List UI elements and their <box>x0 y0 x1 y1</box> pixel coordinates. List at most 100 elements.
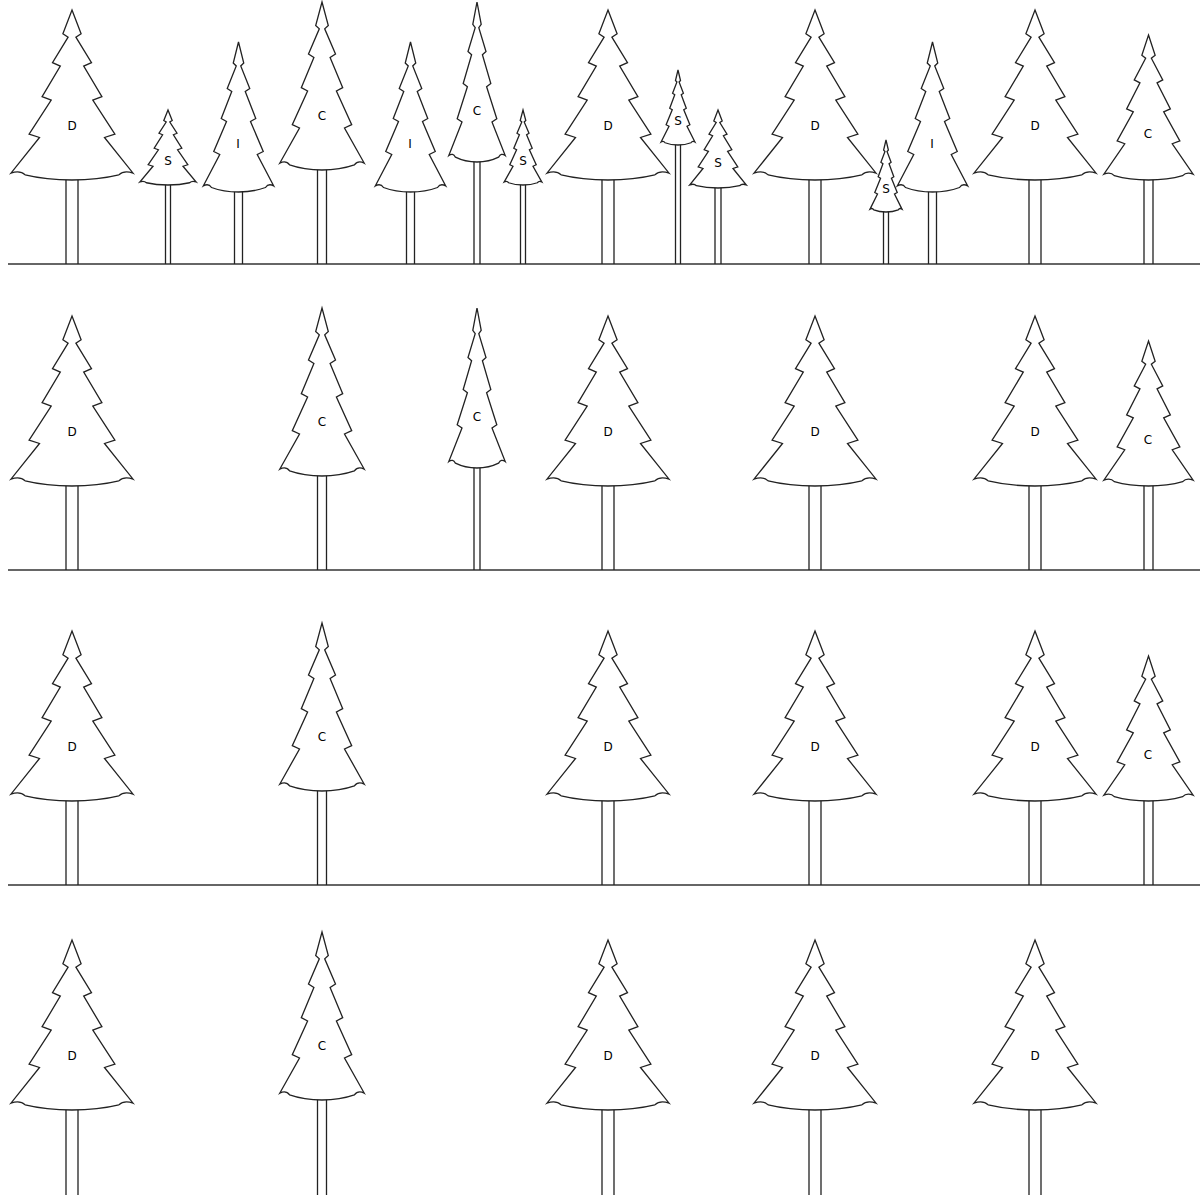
crown-class-letter: D <box>66 426 77 438</box>
tree-trunk <box>602 799 614 885</box>
crown-class-letter: D <box>809 120 820 132</box>
crown-class-letter: D <box>602 1050 613 1062</box>
tree: D <box>7 940 137 1195</box>
tree-outline <box>277 2 367 264</box>
tree: C <box>1101 35 1196 264</box>
tree-crown <box>547 316 669 486</box>
tree-outline <box>1101 341 1196 570</box>
tree-outline <box>1101 35 1196 264</box>
crown-class-letter: D <box>1029 426 1040 438</box>
crown-class-letter: D <box>809 426 820 438</box>
crown-class-letter: C <box>317 731 327 743</box>
tree-outline <box>543 631 673 885</box>
crown-class-letter: D <box>66 741 77 753</box>
tree-crown <box>974 10 1096 180</box>
tree-trunk <box>928 190 936 264</box>
tree-trunk <box>474 466 480 570</box>
tree-outline <box>750 316 880 570</box>
tree: I <box>201 42 276 264</box>
tree-trunk <box>66 178 78 264</box>
tree-crown <box>449 2 505 162</box>
tree: C <box>277 932 367 1195</box>
crown-class-letter: C <box>317 110 327 122</box>
crown-class-letter: C <box>317 1040 327 1052</box>
tree-outline <box>688 110 748 264</box>
tree-trunk <box>884 210 889 264</box>
crown-class-letter: D <box>66 1050 77 1062</box>
tree: S <box>138 110 198 264</box>
tree: D <box>750 940 880 1195</box>
tree: D <box>970 316 1100 570</box>
tree-trunk <box>1144 484 1153 570</box>
tree-outline <box>660 70 696 264</box>
tree-crown <box>11 631 133 801</box>
tree-outline <box>543 316 673 570</box>
tree-crown <box>754 631 876 801</box>
tree: D <box>970 940 1100 1195</box>
tree-crown <box>974 631 1096 801</box>
tree-outline <box>895 42 970 264</box>
tree-outline <box>543 10 673 264</box>
tree-crown <box>754 316 876 486</box>
tree: D <box>750 316 880 570</box>
tree-trunk <box>1029 799 1041 885</box>
tree-crown <box>11 316 133 486</box>
tree-crown <box>974 940 1096 1110</box>
tree-outline <box>7 631 137 885</box>
tree-outline <box>970 631 1100 885</box>
tree: S <box>688 110 748 264</box>
tree-trunk <box>602 178 614 264</box>
tree: D <box>970 631 1100 885</box>
tree: C <box>1101 656 1196 885</box>
crown-class-letter: D <box>1029 741 1040 753</box>
tree-outline <box>7 940 137 1195</box>
tree-trunk <box>318 168 327 264</box>
ground-line <box>8 569 1200 571</box>
tree: D <box>543 10 673 264</box>
tree-outline <box>201 42 276 264</box>
tree-crown <box>547 940 669 1110</box>
tree: D <box>543 940 673 1195</box>
crown-class-letter: S <box>518 155 528 167</box>
tree: S <box>503 110 543 264</box>
tree: D <box>970 10 1100 264</box>
tree-crown <box>140 110 196 185</box>
tree-outline <box>373 42 448 264</box>
tree-trunk <box>318 474 327 570</box>
tree-outline <box>750 10 880 264</box>
tree-crown <box>690 110 746 188</box>
crown-class-letter: D <box>809 741 820 753</box>
tree-outline <box>7 316 137 570</box>
tree-crown <box>504 110 542 185</box>
crown-class-letter: D <box>602 426 613 438</box>
tree-outline <box>970 316 1100 570</box>
crown-class-letter: S <box>713 157 723 169</box>
tree-crown <box>974 316 1096 486</box>
tree-trunk <box>1144 799 1153 885</box>
crown-class-letter: D <box>602 741 613 753</box>
tree-trunk <box>318 789 327 885</box>
tree-crown <box>280 2 365 170</box>
tree-crown <box>547 631 669 801</box>
tree: D <box>750 631 880 885</box>
tree-trunk <box>809 484 821 570</box>
tree-outline <box>970 940 1100 1195</box>
tree-outline <box>447 2 507 264</box>
tree-crown <box>754 940 876 1110</box>
tree-trunk <box>809 178 821 264</box>
crown-class-letter: S <box>163 155 173 167</box>
tree: C <box>447 308 507 570</box>
tree: C <box>447 2 507 264</box>
tree-trunk <box>1144 178 1153 264</box>
tree-outline <box>543 940 673 1195</box>
crown-class-letter: D <box>602 120 613 132</box>
tree: D <box>750 10 880 264</box>
tree-outline <box>277 308 367 570</box>
tree-trunk <box>676 143 681 264</box>
tree-trunk <box>715 186 721 264</box>
tree-outline <box>277 932 367 1195</box>
tree-outline <box>277 623 367 885</box>
tree: I <box>895 42 970 264</box>
tree-crown <box>11 10 133 180</box>
